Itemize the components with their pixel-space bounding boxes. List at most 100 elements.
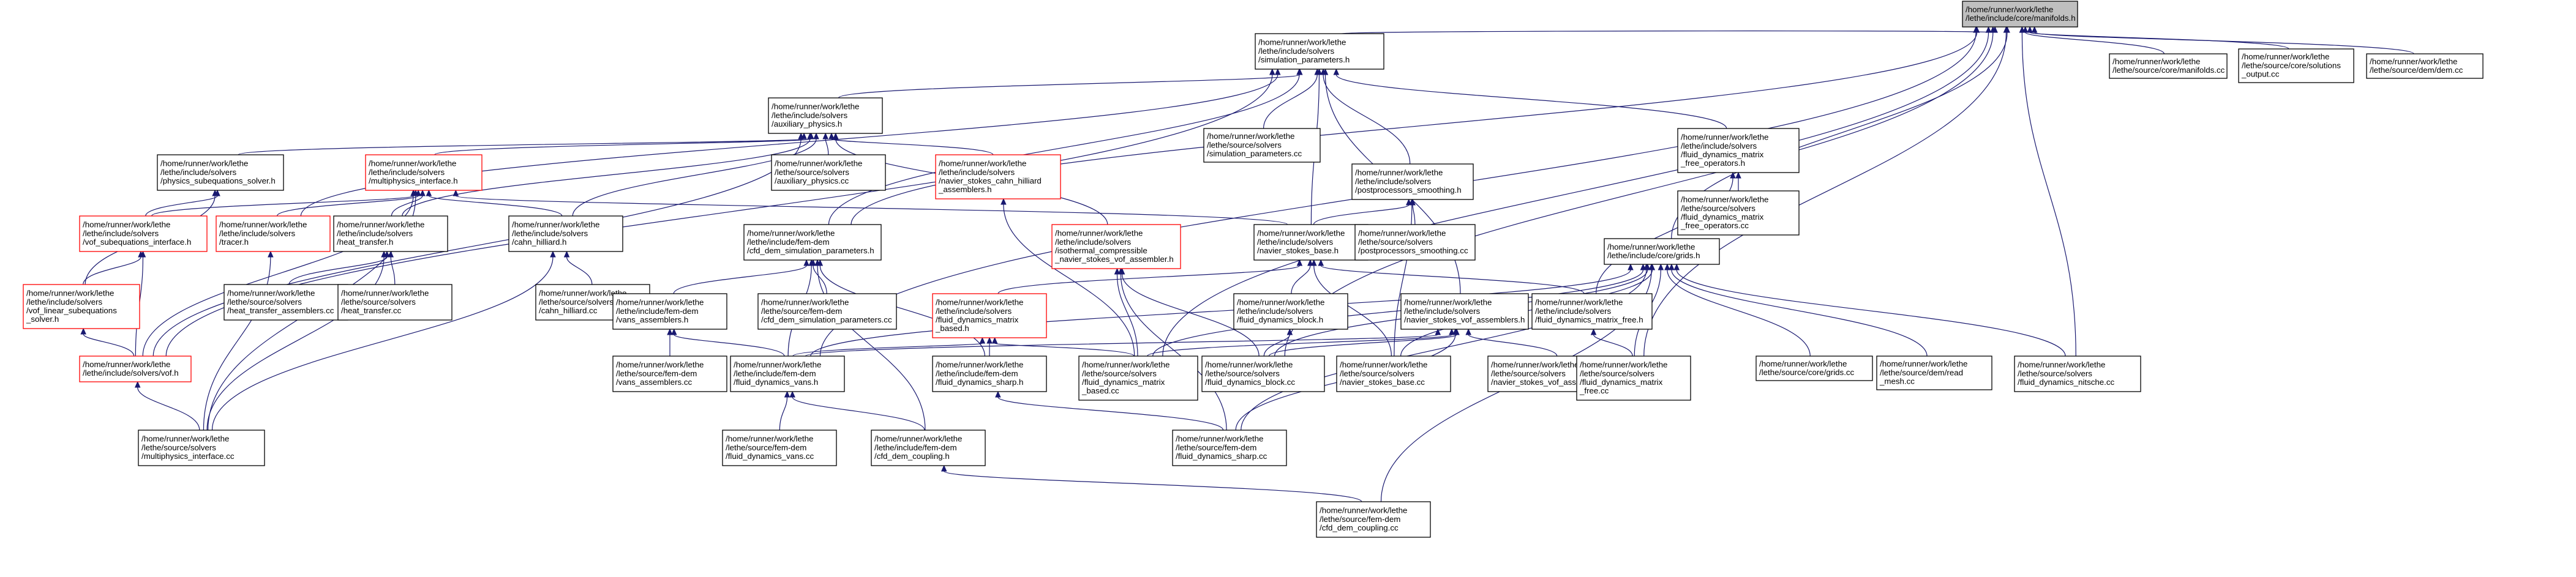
node-cfd-dem-coupling[interactable]: /home/runner/work/lethe/lethe/include/fe… <box>871 430 986 466</box>
node-label-line: /home/runner/work/lethe <box>1580 360 1667 370</box>
node-label-line: /home/runner/work/lethe <box>341 289 429 298</box>
node-mf-ops[interactable]: /home/runner/work/lethe/lethe/include/so… <box>1677 128 1800 173</box>
node-box <box>508 215 623 252</box>
node-src-grids[interactable]: /home/runner/work/lethe/lethe/source/cor… <box>1756 356 1873 381</box>
node-cahn[interactable]: /home/runner/work/lethe/lethe/include/so… <box>508 215 623 252</box>
node-ns-vof-asm[interactable]: /home/runner/work/lethe/lethe/include/so… <box>1400 293 1529 330</box>
node-box <box>79 356 192 382</box>
node-postproc[interactable]: /home/runner/work/lethe/lethe/include/so… <box>1351 163 1474 200</box>
node-src-heat[interactable]: /home/runner/work/lethe/lethe/source/sol… <box>337 284 452 321</box>
node-label-line: /home/runner/work/lethe <box>1237 298 1324 307</box>
edge-src_fd_block-to-fd_block <box>1263 328 1293 357</box>
node-box <box>612 356 727 392</box>
node-src-mf-ops[interactable]: /home/runner/work/lethe/lethe/source/sol… <box>1677 190 1800 236</box>
node-fd-block[interactable]: /home/runner/work/lethe/lethe/include/so… <box>1233 293 1348 330</box>
node-label-line: /fluid_dynamics_matrix <box>1082 378 1165 387</box>
edge-src_core_manifolds-to-root <box>2022 26 2165 54</box>
edge-fd_vans-to-fd_mf_based <box>792 337 986 357</box>
node-vof[interactable]: /home/runner/work/lethe/lethe/include/so… <box>79 356 192 382</box>
node-label-line: /auxiliary_physics.cc <box>775 176 849 185</box>
node-tracer[interactable]: /home/runner/work/lethe/lethe/include/so… <box>216 215 331 252</box>
edge-fd_vans-to-grids <box>810 263 1634 357</box>
node-src-core-solutions[interactable]: /home/runner/work/lethe/lethe/source/cor… <box>2238 48 2354 83</box>
node-label-line: /home/runner/work/lethe <box>1966 5 2053 14</box>
node-src-simparams[interactable]: /home/runner/work/lethe/lethe/source/sol… <box>1203 128 1321 163</box>
node-physics-subeq[interactable]: /home/runner/work/lethe/lethe/include/so… <box>157 154 284 191</box>
node-label-line: /home/runner/work/lethe <box>1759 359 1847 368</box>
node-label-line: /cahn_hilliard.cc <box>539 306 598 315</box>
node-simparams[interactable]: /home/runner/work/lethe/lethe/include/so… <box>1255 33 1384 70</box>
node-label-line: /home/runner/work/lethe <box>1055 229 1143 238</box>
node-box <box>1316 501 1431 538</box>
node-src-aux[interactable]: /home/runner/work/lethe/lethe/source/sol… <box>771 154 886 191</box>
node-src-dem-read[interactable]: /home/runner/work/lethe/lethe/source/dem… <box>1876 356 1992 390</box>
edge-src_cahn-to-cahn <box>563 250 593 285</box>
node-src-postproc[interactable]: /home/runner/work/lethe/lethe/source/sol… <box>1354 224 1476 261</box>
node-heat[interactable]: /home/runner/work/lethe/lethe/include/so… <box>333 215 448 252</box>
node-label-line: /lethe/source/fem-dem <box>616 369 697 378</box>
node-src-fd-sharp[interactable]: /home/runner/work/lethe/lethe/source/fem… <box>1172 430 1287 466</box>
node-label-line: /vof_linear_subequations <box>26 306 117 315</box>
node-cfd-dem-sp[interactable]: /home/runner/work/lethe/lethe/include/fe… <box>743 224 882 261</box>
node-box <box>216 215 331 252</box>
node-ns-base[interactable]: /home/runner/work/lethe/lethe/include/so… <box>1253 224 1369 261</box>
node-box <box>612 293 727 330</box>
edge-src_ns_base-to-postproc <box>1394 198 1415 357</box>
node-src-cfd-dem-coupling[interactable]: /home/runner/work/lethe/lethe/source/fem… <box>1316 501 1431 538</box>
node-box <box>1400 293 1529 330</box>
node-label-line: /home/runner/work/lethe <box>1176 434 1263 444</box>
node-fd-mf-based[interactable]: /home/runner/work/lethe/lethe/include/so… <box>932 293 1047 338</box>
node-vof-lin[interactable]: /home/runner/work/lethe/lethe/include/so… <box>23 284 140 329</box>
node-src-fd-mf-based[interactable]: /home/runner/work/lethe/lethe/source/sol… <box>1078 356 1198 401</box>
node-label-line: _output.cc <box>2241 70 2280 79</box>
node-label-line: /lethe/source/solvers <box>2018 369 2092 378</box>
node-src-ns-base[interactable]: /home/runner/work/lethe/lethe/source/sol… <box>1336 356 1451 392</box>
edge-cfd_dem_sp-to-simparams <box>828 68 1302 225</box>
node-label-line: /lethe/include/solvers <box>1257 237 1334 247</box>
node-fd-vans[interactable]: /home/runner/work/lethe/lethe/include/fe… <box>730 356 845 392</box>
node-src-dem[interactable]: /home/runner/work/lethe/lethe/source/dem… <box>2366 53 2484 79</box>
node-label-line: /lethe/source/solvers <box>341 297 416 307</box>
edge-src_mf_ops-to-mf_ops <box>1735 171 1741 192</box>
node-fd-mf-free[interactable]: /home/runner/work/lethe/lethe/include/so… <box>1531 293 1653 330</box>
edge-src_vans_asm-to-vans_asm <box>667 328 673 356</box>
node-label-line: /lethe/include/fem-dem <box>616 307 699 316</box>
edge-ns_base-to-multiphys <box>452 189 1288 225</box>
node-iso-vof[interactable]: /home/runner/work/lethe/lethe/include/so… <box>1051 224 1181 269</box>
node-label-line: /lethe/include/fem-dem <box>936 369 1018 378</box>
node-src-core-manifolds[interactable]: /home/runner/work/lethe/lethe/source/cor… <box>2109 53 2228 79</box>
edge-cfd_dem_coupling-to-fd_vans <box>789 390 925 431</box>
node-label-line: /home/runner/work/lethe <box>1257 229 1345 238</box>
node-grids[interactable]: /home/runner/work/lethe/lethe/include/co… <box>1604 238 1720 265</box>
node-src-fd-block[interactable]: /home/runner/work/lethe/lethe/source/sol… <box>1201 356 1325 392</box>
node-root: /home/runner/work/lethe/lethe/include/co… <box>1962 1 2078 28</box>
node-src-vans-asm[interactable]: /home/runner/work/lethe/lethe/source/fem… <box>612 356 727 392</box>
node-box <box>935 154 1061 199</box>
node-label-line: /tracer.h <box>219 237 249 247</box>
node-label-line: /lethe/source/solvers <box>1580 369 1654 378</box>
edge-heat-to-aux <box>402 132 813 217</box>
edge-src_fd_mf_based-to-ns_ch <box>1001 198 1135 357</box>
node-aux[interactable]: /home/runner/work/lethe/lethe/include/so… <box>768 97 883 134</box>
node-src-multiphys[interactable]: /home/runner/work/lethe/lethe/source/sol… <box>138 430 265 466</box>
node-box <box>2109 53 2228 79</box>
node-src-cfd-dem-sp[interactable]: /home/runner/work/lethe/lethe/source/fem… <box>757 293 897 330</box>
node-fd-sharp[interactable]: /home/runner/work/lethe/lethe/include/fe… <box>932 356 1047 392</box>
node-src-fd-vans[interactable]: /home/runner/work/lethe/lethe/source/fem… <box>722 430 837 466</box>
node-label-line: _based.cc <box>1081 386 1119 395</box>
edge-mf_ops-to-simparams <box>1333 68 1727 129</box>
node-src-heat-asm[interactable]: /home/runner/work/lethe/lethe/source/sol… <box>223 284 348 321</box>
node-label-line: /home/runner/work/lethe <box>1535 298 1623 307</box>
node-ns-ch[interactable]: /home/runner/work/lethe/lethe/include/so… <box>935 154 1061 199</box>
node-label-line: /heat_transfer.h <box>337 237 393 247</box>
node-src-fd-mf-free[interactable]: /home/runner/work/lethe/lethe/source/sol… <box>1576 356 1691 401</box>
node-src-fd-nitsche[interactable]: /home/runner/work/lethe/lethe/source/sol… <box>2014 356 2141 392</box>
node-vof-subeq[interactable]: /home/runner/work/lethe/lethe/include/so… <box>79 215 208 252</box>
node-label-line: /lethe/include/solvers <box>160 168 237 177</box>
node-vans-asm[interactable]: /home/runner/work/lethe/lethe/include/fe… <box>612 293 727 330</box>
node-box <box>365 154 483 191</box>
node-label-line: _free_operators.h <box>1680 158 1745 168</box>
edge-heat-to-multiphys <box>391 189 426 217</box>
node-label-line: /lethe/include/fem-dem <box>747 237 830 247</box>
node-multiphys[interactable]: /home/runner/work/lethe/lethe/include/so… <box>365 154 483 191</box>
